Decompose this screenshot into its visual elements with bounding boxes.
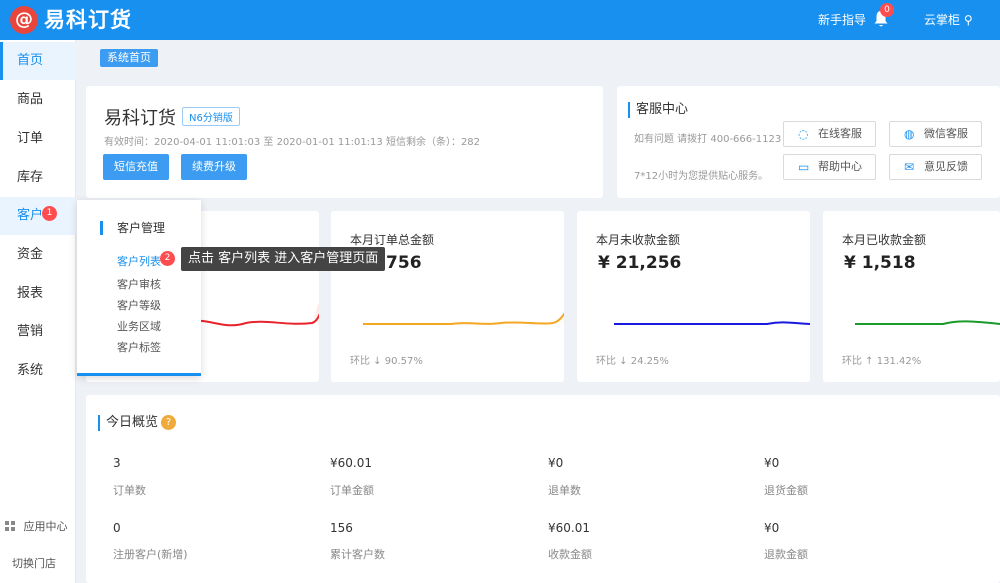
customer-submenu bbox=[77, 200, 201, 376]
renew-upgrade-button[interactable]: 续费升级 bbox=[181, 154, 247, 180]
metric-value: ¥0 bbox=[548, 456, 564, 470]
sidebar-item-orders[interactable]: 订单 bbox=[17, 131, 44, 146]
beginner-guide-link[interactable]: 新手指导 bbox=[818, 13, 867, 27]
help-icon[interactable]: ? bbox=[161, 415, 176, 430]
company-name: 易科订货 bbox=[104, 108, 176, 129]
stat-value: ¥ 1,518 bbox=[844, 253, 916, 273]
validity-info: 有效时间：2020-04-01 11:01:03 至 2020-01-01 11… bbox=[104, 137, 481, 148]
feedback-button[interactable]: ✉意见反馈 bbox=[889, 154, 982, 180]
metric-label: 注册客户(新增) bbox=[113, 548, 188, 561]
step-badge: 1 bbox=[42, 206, 57, 221]
sparkline-chart bbox=[855, 320, 1000, 325]
sidebar-item-products[interactable]: 商品 bbox=[17, 92, 44, 107]
service-hotline: 如有问题 请拨打 400-666-1123 bbox=[634, 134, 782, 145]
sidebar-item-label: 客户 bbox=[17, 208, 44, 223]
submenu-item-customer-tags[interactable]: 客户标签 bbox=[117, 341, 161, 354]
metric-label: 累计客户数 bbox=[330, 548, 385, 561]
help-book-icon: ▭ bbox=[798, 160, 810, 174]
headset-icon: ◌ bbox=[798, 127, 809, 141]
metric-value: ¥60.01 bbox=[548, 521, 590, 535]
user-menu[interactable]: 云掌柜 ⚲ bbox=[924, 13, 973, 27]
sidebar-item-marketing[interactable]: 营销 bbox=[17, 324, 44, 339]
service-hours: 7*12小时为您提供贴心服务。 bbox=[634, 171, 769, 182]
metric-label: 退单数 bbox=[548, 484, 581, 497]
sidebar-item-home[interactable]: 首页 bbox=[0, 42, 76, 80]
mail-icon: ✉ bbox=[904, 160, 915, 174]
stat-title: 本月已收款金额 bbox=[842, 233, 927, 247]
service-title: 客服中心 bbox=[628, 102, 688, 118]
stat-comparison: 环比 ↓ 90.57% bbox=[350, 356, 423, 367]
submenu-item-customer-list[interactable]: 客户列表 bbox=[117, 255, 161, 268]
help-center-button[interactable]: ▭帮助中心 bbox=[783, 154, 876, 180]
metric-value: ¥0 bbox=[764, 456, 780, 470]
stat-value: ¥ 21,256 bbox=[598, 253, 682, 273]
guide-tooltip: 点击 客户列表 进入客户管理页面 bbox=[181, 247, 386, 271]
top-bar: @ 易科订货 新手指导 0 云掌柜 ⚲ bbox=[0, 0, 1000, 40]
grid-icon bbox=[5, 521, 15, 531]
sidebar-item-system[interactable]: 系统 bbox=[17, 363, 44, 378]
metric-label: 收款金额 bbox=[548, 548, 592, 561]
sparkline-chart bbox=[614, 321, 810, 325]
sparkline-chart bbox=[363, 312, 564, 325]
metric-value: 0 bbox=[113, 521, 121, 535]
version-badge: N6分销版 bbox=[182, 107, 240, 126]
metric-value: ¥0 bbox=[764, 521, 780, 535]
metric-label: 订单数 bbox=[113, 484, 146, 497]
submenu-item-customer-review[interactable]: 客户审核 bbox=[117, 278, 161, 291]
wechat-service-button[interactable]: ◍微信客服 bbox=[889, 121, 982, 147]
metric-value: 156 bbox=[330, 521, 353, 535]
app-center-label: 应用中心 bbox=[23, 520, 68, 533]
submenu-item-business-area[interactable]: 业务区域 bbox=[117, 320, 161, 333]
sidebar-item-customers[interactable]: 客户 1 bbox=[0, 197, 76, 235]
today-overview-card bbox=[86, 395, 1000, 583]
online-service-button[interactable]: ◌在线客服 bbox=[783, 121, 876, 147]
metric-value: 3 bbox=[113, 456, 121, 470]
notification-badge: 0 bbox=[880, 3, 894, 17]
today-overview-title: 今日概览 bbox=[98, 415, 158, 431]
sidebar-item-inventory[interactable]: 库存 bbox=[17, 170, 44, 185]
wechat-icon: ◍ bbox=[904, 127, 915, 141]
breadcrumb[interactable]: 系统首页 bbox=[100, 49, 158, 67]
submenu-header: 客户管理 bbox=[100, 221, 165, 235]
sidebar-item-funds[interactable]: 资金 bbox=[17, 247, 44, 262]
stat-title: 本月订单总金额 bbox=[350, 233, 435, 247]
metric-label: 退货金额 bbox=[764, 484, 808, 497]
sparkline-chart bbox=[185, 302, 319, 327]
stat-card bbox=[577, 211, 810, 382]
sidebar bbox=[0, 40, 76, 583]
sms-recharge-button[interactable]: 短信充值 bbox=[103, 154, 169, 180]
metric-label: 退款金额 bbox=[764, 548, 808, 561]
submenu-item-customer-level[interactable]: 客户等级 bbox=[117, 299, 161, 312]
app-name: 易科订货 bbox=[44, 8, 132, 32]
app-center-link[interactable]: 应用中心 bbox=[5, 518, 81, 534]
stat-card bbox=[823, 211, 1000, 382]
stat-card bbox=[331, 211, 564, 382]
stat-title: 本月未收款金额 bbox=[596, 233, 681, 247]
metric-value: ¥60.01 bbox=[330, 456, 372, 470]
switch-store-link[interactable]: 切换门店 bbox=[12, 557, 56, 570]
step-badge: 2 bbox=[160, 251, 175, 266]
app-logo: @ bbox=[10, 6, 38, 34]
stat-comparison: 环比 ↓ 24.25% bbox=[596, 356, 669, 367]
stat-comparison: 环比 ↑ 131.42% bbox=[842, 356, 922, 367]
metric-label: 订单金额 bbox=[330, 484, 374, 497]
sidebar-item-reports[interactable]: 报表 bbox=[17, 286, 44, 301]
company-card bbox=[86, 86, 603, 198]
